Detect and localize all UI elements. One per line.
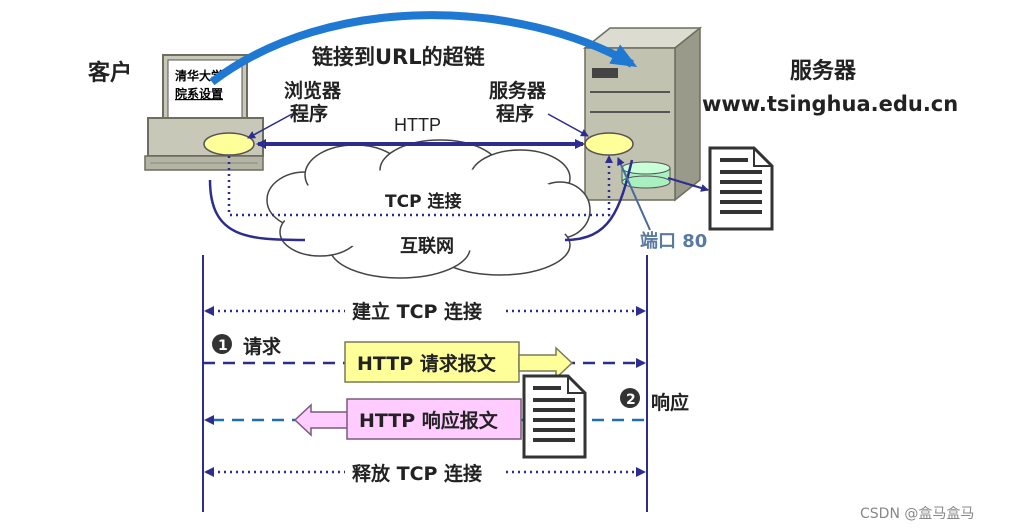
step1-num: 1 xyxy=(218,338,228,354)
request-direction-arrow xyxy=(518,346,574,380)
response-box xyxy=(346,398,522,440)
request-box-label: HTTP 请求报文 xyxy=(357,352,497,375)
client-computer-icon xyxy=(144,54,264,171)
establish-label: 建立 TCP 连接 xyxy=(352,300,482,323)
browser-process-icon xyxy=(203,132,255,156)
tcp-label: TCP 连接 xyxy=(385,191,461,212)
server-network-line xyxy=(564,159,634,242)
screen-line-2: 院系设置 xyxy=(175,86,223,101)
hyperlink-label: 链接到URL的超链 xyxy=(312,45,486,69)
server-label: 服务器 xyxy=(790,59,857,84)
server-tower-icon xyxy=(582,26,703,202)
server-prog-line2: 程序 xyxy=(496,102,534,125)
internet-label: 互联网 xyxy=(400,236,454,257)
release-label: 释放 TCP 连接 xyxy=(352,462,482,485)
document-icon xyxy=(708,146,774,231)
request-box xyxy=(344,341,520,383)
step1-label: 请求 xyxy=(243,335,282,358)
step2-label: 响应 xyxy=(651,391,689,414)
client-network-line xyxy=(208,179,306,242)
server-domain: www.tsinghua.edu.cn xyxy=(702,92,958,116)
response-box-label: HTTP 响应报文 xyxy=(359,409,499,432)
response-document-icon xyxy=(522,374,587,459)
server-process-icon xyxy=(584,132,634,156)
watermark: CSDN @盒马盒马 xyxy=(860,505,974,522)
step2-badge xyxy=(620,388,640,408)
hyperlink-arrow xyxy=(209,11,638,86)
response-direction-arrow xyxy=(293,403,349,437)
server-prog-line1: 服务器 xyxy=(489,79,547,102)
step2-num: 2 xyxy=(626,392,636,408)
tcp-connection-line xyxy=(227,155,613,217)
browser-label-line1: 浏览器 xyxy=(284,79,342,102)
browser-label-line2: 程序 xyxy=(290,102,328,125)
client-label: 客户 xyxy=(88,60,132,86)
http-label: HTTP xyxy=(394,115,441,135)
step1-badge xyxy=(212,334,232,354)
port-label: 端口 80 xyxy=(640,231,707,252)
